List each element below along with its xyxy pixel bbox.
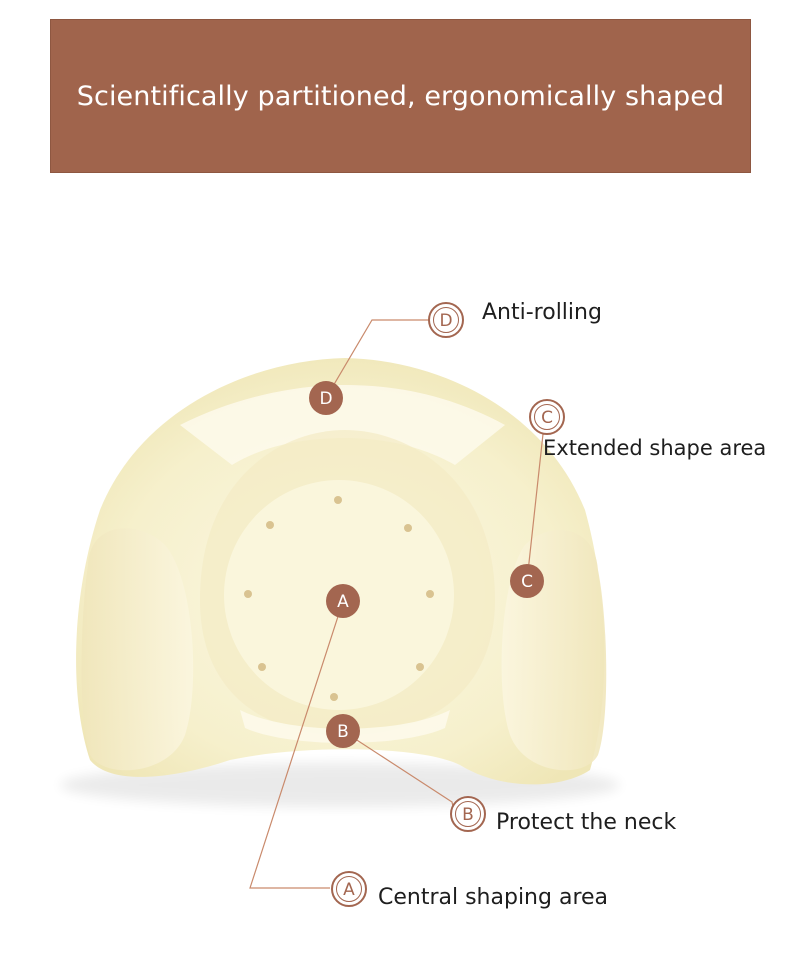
legend-badges: D C B A bbox=[331, 302, 565, 907]
neck-band bbox=[240, 710, 450, 743]
badge-a: A bbox=[331, 871, 367, 907]
badge-b-letter: B bbox=[462, 805, 474, 825]
vent-hole bbox=[244, 590, 252, 598]
left-side-cushion bbox=[81, 528, 194, 771]
leader-line-c bbox=[526, 433, 544, 582]
badge-d: D bbox=[428, 302, 464, 338]
marker-a: A bbox=[326, 584, 360, 618]
badge-a-letter: A bbox=[343, 880, 355, 900]
leader-line-d bbox=[325, 319, 430, 399]
marker-c-letter: C bbox=[521, 572, 533, 592]
pillow-markers: D C B A bbox=[309, 381, 544, 748]
badge-c: C bbox=[529, 399, 565, 435]
marker-c: C bbox=[510, 564, 544, 598]
badge-c-letter: C bbox=[541, 408, 553, 428]
vent-hole bbox=[416, 663, 424, 671]
marker-d-letter: D bbox=[319, 389, 332, 409]
marker-b-letter: B bbox=[337, 722, 349, 742]
badge-b: B bbox=[450, 796, 486, 832]
page-title: Scientifically partitioned, ergonomicall… bbox=[76, 80, 725, 112]
header-banner: Scientifically partitioned, ergonomicall… bbox=[50, 19, 751, 173]
right-side-cushion bbox=[501, 530, 607, 771]
vent-hole bbox=[334, 496, 342, 504]
leader-line-a bbox=[249, 600, 344, 889]
vent-hole bbox=[330, 693, 338, 701]
vent-hole bbox=[426, 590, 434, 598]
marker-b: B bbox=[326, 714, 360, 748]
label-protect-the-neck: Protect the neck bbox=[496, 810, 677, 835]
marker-a-letter: A bbox=[337, 592, 349, 612]
marker-d: D bbox=[309, 381, 343, 415]
vent-holes bbox=[244, 496, 434, 701]
vent-hole bbox=[404, 524, 412, 532]
anti-rolling-band bbox=[180, 385, 505, 465]
vent-hole bbox=[258, 663, 266, 671]
label-central-shaping-area: Central shaping area bbox=[378, 885, 609, 910]
label-anti-rolling: Anti-rolling bbox=[482, 300, 602, 325]
label-extended-shape-area: Extended shape area bbox=[543, 436, 767, 460]
vent-hole bbox=[266, 521, 274, 529]
badge-d-letter: D bbox=[439, 311, 452, 331]
